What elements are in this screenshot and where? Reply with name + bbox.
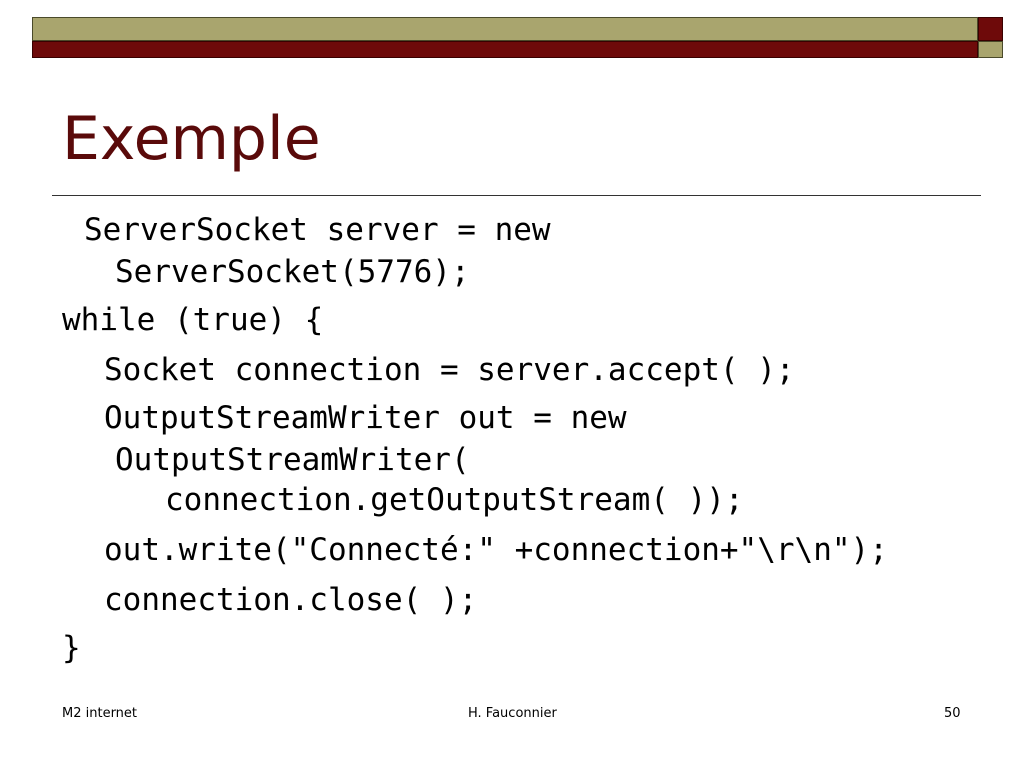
slide-title: Exemple [62,104,321,174]
header-square-olive [978,41,1003,58]
code-line-2: ServerSocket(5776); [115,254,470,290]
code-line-4: Socket connection = server.accept( ); [104,352,795,388]
code-line-7: connection.getOutputStream( )); [165,482,744,518]
code-line-5: OutputStreamWriter out = new [104,400,627,436]
footer-course: M2 internet [62,706,138,721]
title-divider [52,195,981,196]
header-bar-maroon [32,41,978,58]
footer-page-number: 50 [944,706,961,721]
footer-author: H. Fauconnier [468,706,557,721]
code-line-8: out.write("Connecté:" +connection+"\r\n"… [104,532,888,568]
code-line-3: while (true) { [62,302,324,338]
header-bar-olive [32,17,978,41]
code-line-9: connection.close( ); [104,582,478,618]
code-line-1: ServerSocket server = new [84,212,551,248]
header-square-maroon [978,17,1003,41]
code-line-6: OutputStreamWriter( [115,442,470,478]
code-line-10: } [62,630,81,666]
